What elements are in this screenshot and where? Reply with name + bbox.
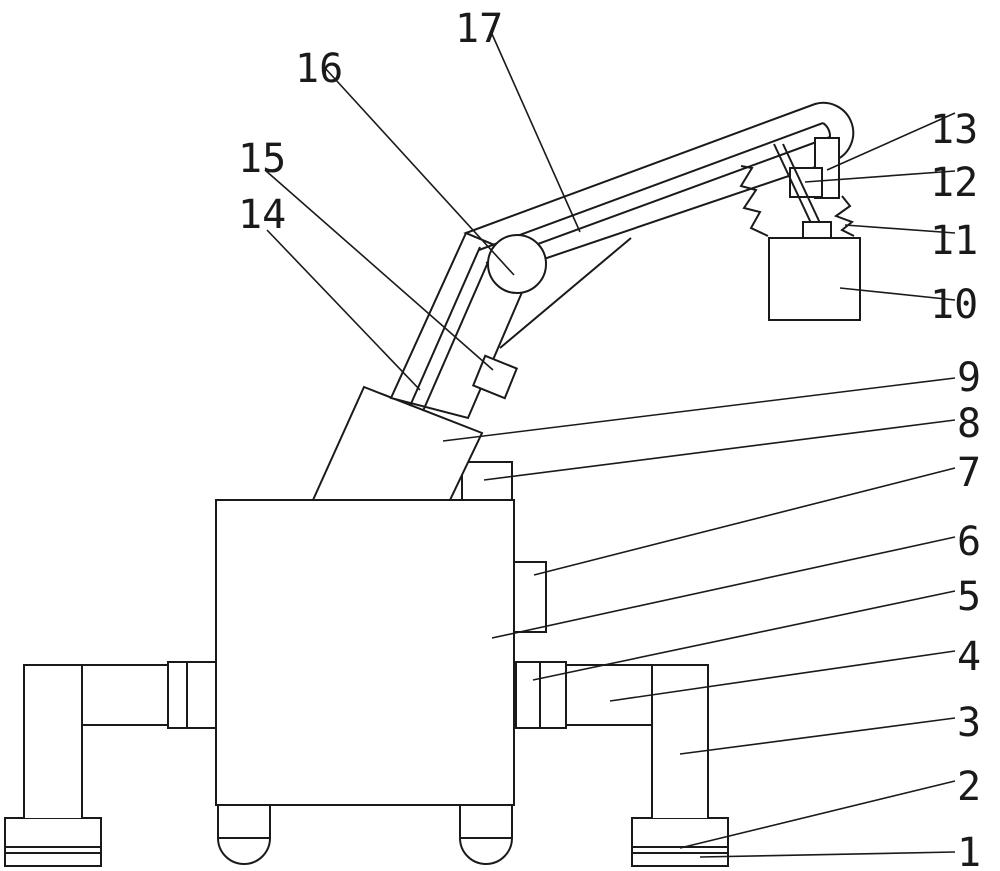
label-14: 14	[238, 192, 286, 238]
left-foot-pad	[4, 817, 102, 867]
joint-pivot	[487, 234, 547, 294]
label-5: 5	[957, 574, 981, 620]
right-foot-pad	[631, 817, 729, 867]
label-6: 6	[957, 519, 981, 565]
label-13: 13	[930, 107, 978, 153]
support-strut	[499, 237, 632, 349]
rotating-base-block	[311, 385, 484, 501]
label-3: 3	[957, 700, 981, 746]
label-11: 11	[930, 218, 978, 264]
main-body-box	[215, 499, 515, 806]
left-spring	[739, 165, 769, 237]
label-17: 17	[455, 6, 503, 52]
left-leg-column	[23, 664, 169, 818]
label-16: 16	[295, 46, 343, 92]
left-wheel	[217, 804, 271, 865]
wheels	[217, 804, 513, 865]
label-8: 8	[957, 401, 981, 447]
right-spring	[833, 195, 855, 237]
right-leg-column	[565, 664, 709, 818]
right-wheel	[459, 804, 513, 865]
label-1: 1	[957, 830, 981, 871]
leader-lines	[264, 33, 956, 858]
top-motor-block	[461, 461, 513, 501]
label-10: 10	[930, 282, 978, 328]
label-15: 15	[238, 136, 286, 182]
label-12: 12	[930, 160, 978, 206]
label-4: 4	[957, 634, 981, 680]
right-support-assembly	[515, 661, 729, 867]
label-2: 2	[957, 764, 981, 810]
hydraulic-cylinder	[471, 354, 519, 400]
left-support-assembly	[4, 661, 219, 867]
label-7: 7	[957, 450, 981, 496]
load-box	[768, 237, 861, 321]
label-9: 9	[957, 355, 981, 401]
part-numbers: 1 2 3 4 5 6 7 8 9 10 11 12 13 14 15 16 1…	[238, 6, 981, 871]
left-coupling	[167, 661, 219, 729]
